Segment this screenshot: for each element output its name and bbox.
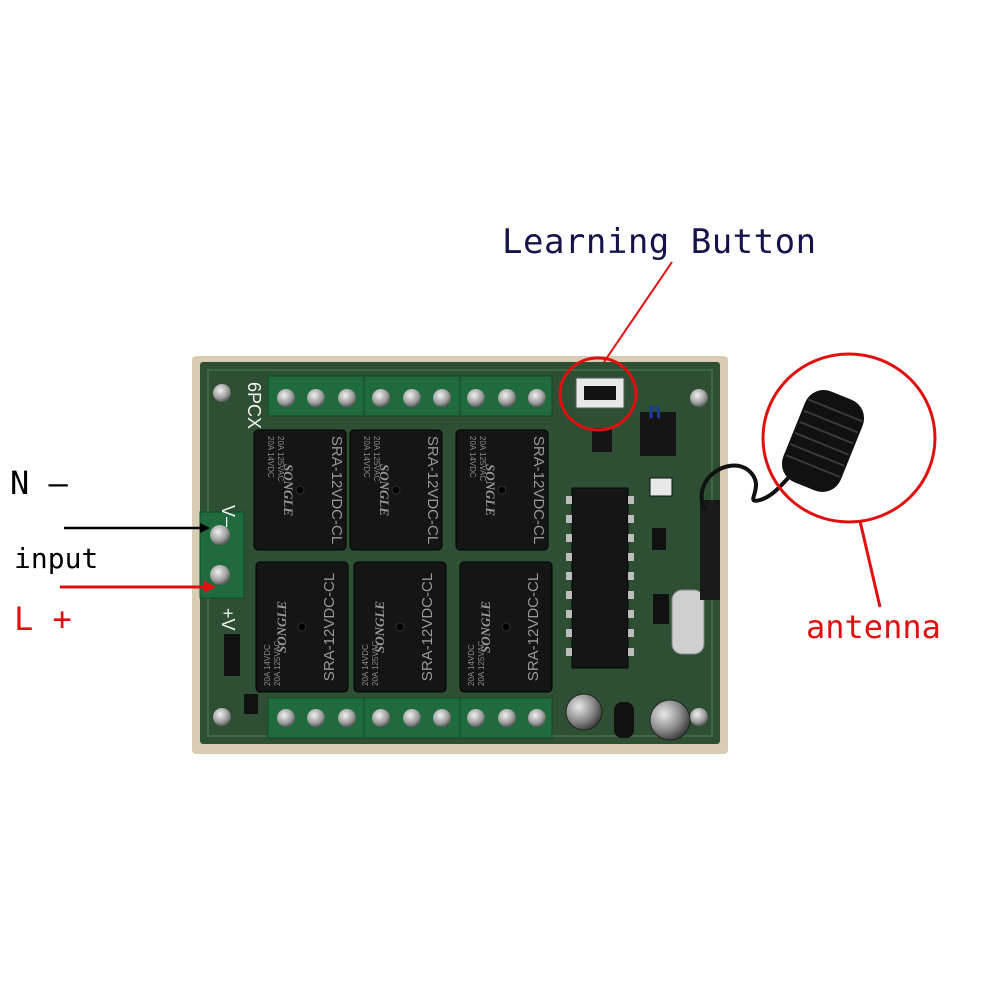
- button-silk-n: n: [648, 398, 661, 423]
- decoder-ic: [571, 487, 629, 669]
- relay-rating-2: 20A 125VAC: [273, 641, 282, 686]
- relay-brand-text: SONGLE: [372, 601, 387, 653]
- relay-rating-1: 20A 14VDC: [467, 644, 476, 686]
- relay-rating-2: 20A 125VAC: [276, 436, 285, 481]
- ic-pin: [628, 572, 634, 580]
- relay-brand-text: SONGLE: [483, 464, 498, 516]
- relay-rating-2: 20A 125VAC: [372, 436, 381, 481]
- relay-rating-1: 20A 14VDC: [263, 644, 272, 686]
- rf-module-edge: [700, 500, 720, 600]
- antenna-highlight: [761, 352, 937, 524]
- ic-pin: [628, 534, 634, 542]
- learning-button-hardware: n: [575, 377, 661, 423]
- relay-rating-2: 20A 125VAC: [478, 436, 487, 481]
- corner-screws: [213, 384, 708, 726]
- learning-button-highlight: [558, 356, 638, 432]
- learning-button-label: Learning Button: [502, 222, 817, 262]
- ic-pin: [628, 591, 634, 599]
- callouts: [60, 261, 937, 608]
- bottom-terminal-blocks: [267, 697, 553, 739]
- small-ic: [640, 412, 676, 456]
- ic-pin: [628, 496, 634, 504]
- ic-pin: [628, 515, 634, 523]
- relay-rating-2: 20A 125VAC: [371, 641, 380, 686]
- antenna-leader: [858, 520, 882, 608]
- relay-brand-text: SONGLE: [377, 464, 392, 516]
- top-terminal-blocks: [267, 375, 553, 417]
- relay-rating-2: 20A 125VAC: [477, 641, 486, 686]
- ic-pin: [628, 610, 634, 618]
- relay-model-text: SRA-12VDC-CL: [530, 436, 547, 544]
- silk-v-minus: V–: [218, 505, 238, 527]
- relay-rating-1: 20A 14VDC: [266, 436, 275, 478]
- ic-pin: [566, 572, 572, 580]
- ic-pin: [628, 648, 634, 656]
- ic-pin: [566, 648, 572, 656]
- silk-v-plus: +V: [218, 608, 238, 631]
- relay-model-text: SRA-12VDC-CL: [419, 573, 436, 681]
- ic-pin: [566, 610, 572, 618]
- ic-pin: [566, 534, 572, 542]
- ic-pin: [566, 629, 572, 637]
- ic-pin: [628, 629, 634, 637]
- relay-rating-1: 20A 14VDC: [362, 436, 371, 478]
- ic-pin: [628, 553, 634, 561]
- power-terminal: V– +V 6PCX: [199, 382, 264, 714]
- n-minus-label: N –: [10, 464, 68, 502]
- relay-rating-1: 20A 14VDC: [361, 644, 370, 686]
- relay-brand-text: SONGLE: [274, 601, 289, 653]
- relay-rating-1: 20A 14VDC: [468, 436, 477, 478]
- relay-model-text: SRA-12VDC-CL: [321, 573, 338, 681]
- antenna-label: antenna: [806, 608, 941, 646]
- antenna-hardware: [699, 389, 865, 511]
- learning-button-leader: [603, 261, 673, 363]
- relay-brand-text: SONGLE: [281, 464, 296, 516]
- ic-section: [566, 412, 720, 669]
- capacitors: [565, 693, 691, 741]
- ic-pin: [566, 591, 572, 599]
- ic-pin: [566, 515, 572, 523]
- relay-brand-text: SONGLE: [478, 601, 493, 653]
- relay-model-text: SRA-12VDC-CL: [525, 573, 542, 681]
- ic-pin: [566, 553, 572, 561]
- l-plus-label: L +: [14, 600, 72, 638]
- input-label: input: [14, 542, 99, 575]
- relay-model-text: SRA-12VDC-CL: [328, 436, 345, 544]
- crystal: [671, 589, 705, 655]
- silk-model: 6PCX: [244, 382, 264, 429]
- ic-pin: [566, 496, 572, 504]
- relay-model-text: SRA-12VDC-CL: [424, 436, 441, 544]
